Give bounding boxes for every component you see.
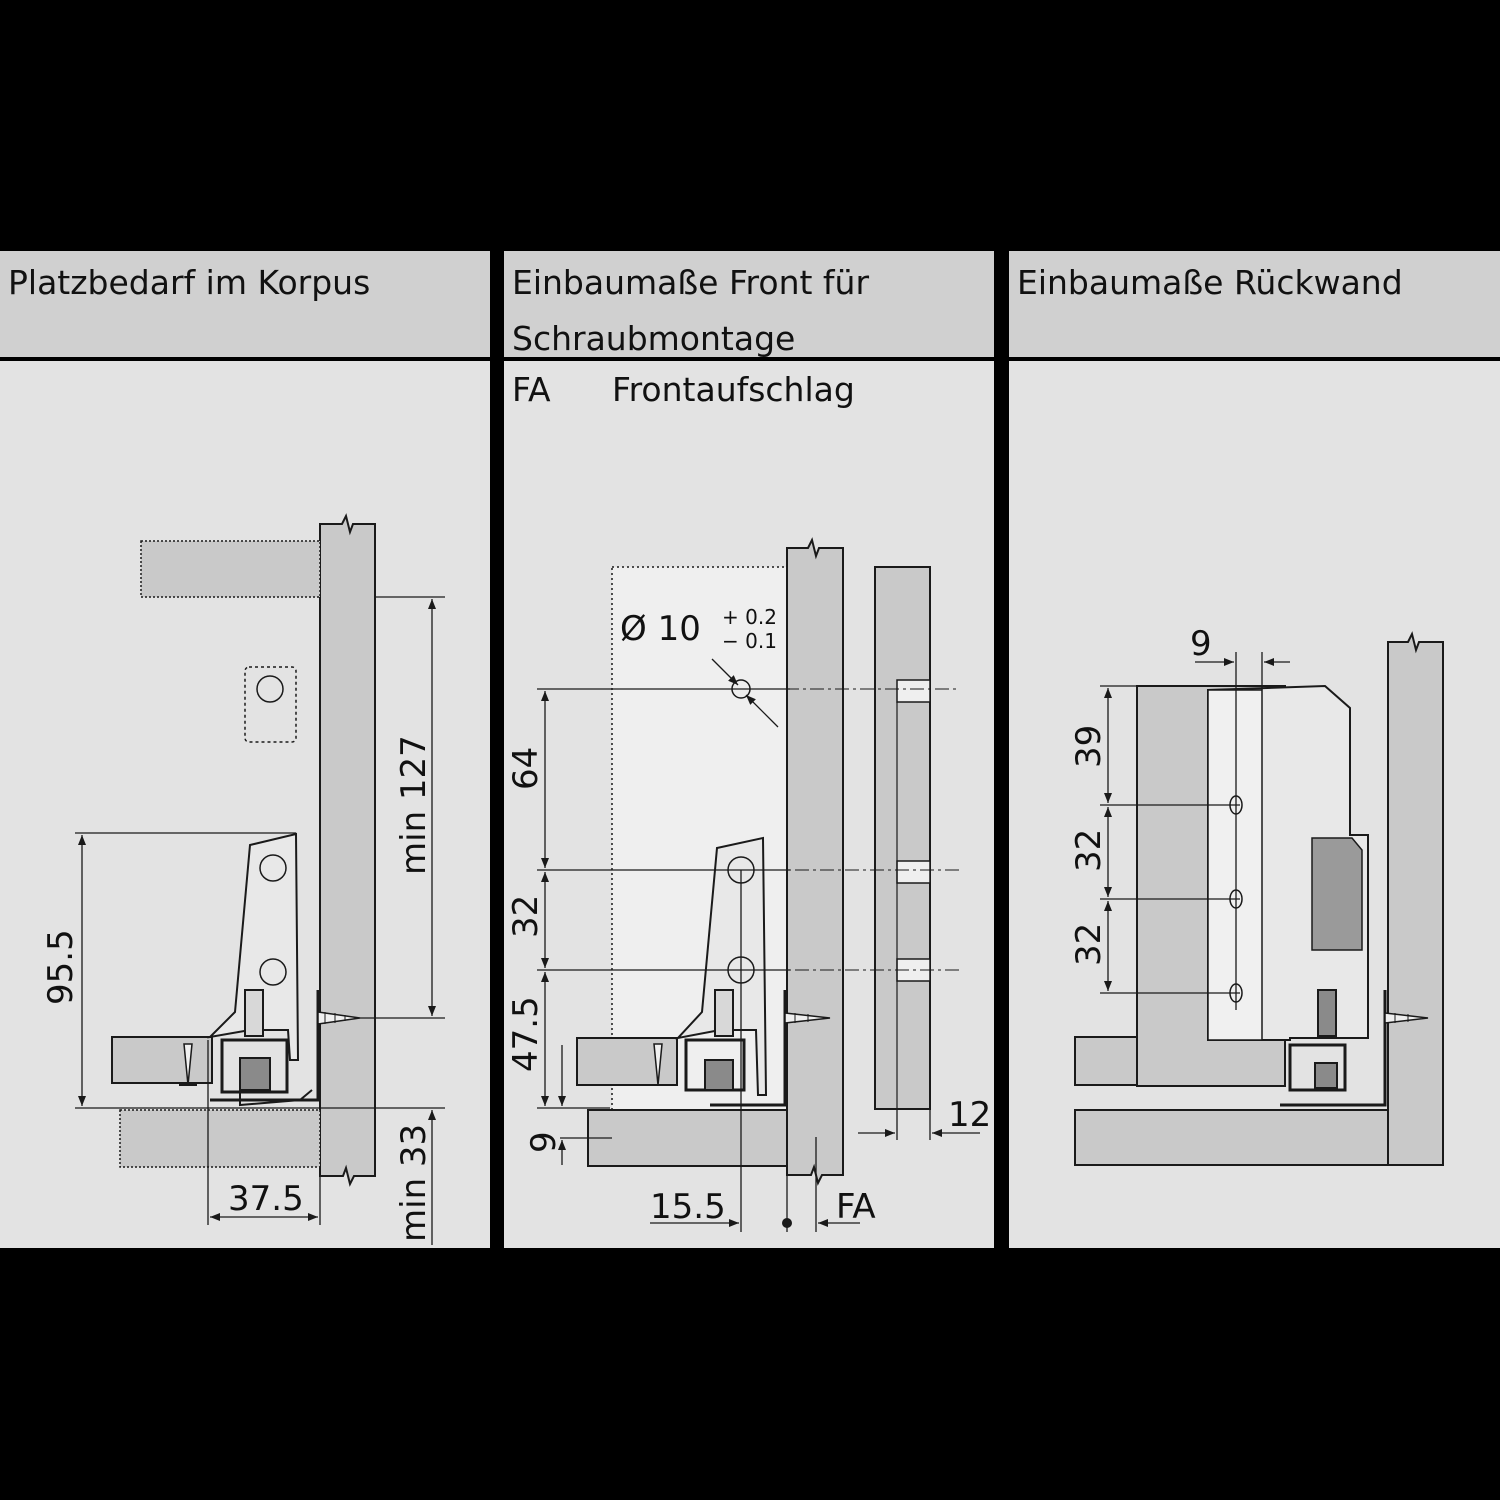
dim-32: 32 bbox=[506, 895, 546, 938]
dim-64: 64 bbox=[506, 747, 546, 790]
left-shelf-bottom-dotted bbox=[119, 1109, 321, 1168]
middle-dimension-lines bbox=[537, 688, 980, 1232]
legend-fa-abbr: FA bbox=[512, 370, 551, 409]
middle-cabinet-side bbox=[786, 537, 844, 1186]
dim-95-5: 95.5 bbox=[41, 929, 81, 1005]
middle-center-lines bbox=[760, 688, 960, 971]
middle-front-bracket bbox=[675, 836, 787, 1107]
panel-header-left: Platzbedarf im Korpus bbox=[0, 251, 490, 357]
left-wood-screw bbox=[179, 1043, 197, 1086]
dim-min-33: min 33 bbox=[394, 1124, 434, 1242]
legend-fa-text: Frontaufschlag bbox=[612, 370, 855, 409]
dim-right-32-b: 32 bbox=[1069, 923, 1109, 966]
dim-diameter-10: Ø 10 bbox=[620, 609, 701, 649]
dim-fa: FA bbox=[836, 1187, 876, 1227]
right-dimension-lines bbox=[1100, 652, 1290, 1010]
dim-15-5: 15.5 bbox=[650, 1187, 726, 1227]
panel-title-right: Einbaumaße Rückwand bbox=[1017, 263, 1403, 302]
dim-right-9: 9 bbox=[1190, 624, 1212, 664]
dim-12: 12 bbox=[948, 1095, 991, 1135]
right-cabinet-side bbox=[1387, 631, 1444, 1166]
middle-wood-screw bbox=[649, 1043, 667, 1086]
left-front-bracket bbox=[207, 832, 320, 1107]
left-dimension-lines bbox=[75, 596, 445, 1245]
left-drawer-side-panel bbox=[111, 1036, 213, 1084]
dim-37-5: 37.5 bbox=[228, 1179, 304, 1219]
middle-shelf-bottom bbox=[587, 1109, 788, 1167]
top-black-band bbox=[0, 0, 1500, 251]
dim-right-39: 39 bbox=[1069, 725, 1109, 768]
left-cabinet-side bbox=[319, 513, 376, 1187]
right-bottom-shelf bbox=[1074, 1109, 1389, 1166]
dim-min-127: min 127 bbox=[394, 735, 434, 875]
left-screw bbox=[317, 1011, 361, 1025]
dim-right-32-a: 32 bbox=[1069, 829, 1109, 872]
dim-tolerance-minus: − 0.1 bbox=[722, 629, 777, 653]
fa-reference-point bbox=[782, 1218, 792, 1228]
right-screw bbox=[1384, 1012, 1429, 1024]
dim-tolerance-plus: + 0.2 bbox=[722, 605, 777, 629]
right-drawer-side bbox=[1074, 1036, 1138, 1086]
panel-title-middle: Einbaumaße Front für Schraubmontage bbox=[512, 263, 870, 358]
left-shelf-top-dotted bbox=[140, 540, 321, 598]
left-clip-outline bbox=[244, 666, 297, 743]
dim-47-5: 47.5 bbox=[506, 996, 546, 1072]
panel-header-middle: Einbaumaße Front für Schraubmontage bbox=[504, 251, 994, 358]
bottom-black-band bbox=[0, 1248, 1500, 1500]
panel-title-left: Platzbedarf im Korpus bbox=[8, 263, 371, 302]
middle-screw bbox=[784, 1012, 831, 1024]
middle-front-section-right bbox=[874, 566, 931, 1110]
panel-header-right: Einbaumaße Rückwand bbox=[1009, 251, 1500, 357]
dim-9: 9 bbox=[524, 1131, 564, 1153]
